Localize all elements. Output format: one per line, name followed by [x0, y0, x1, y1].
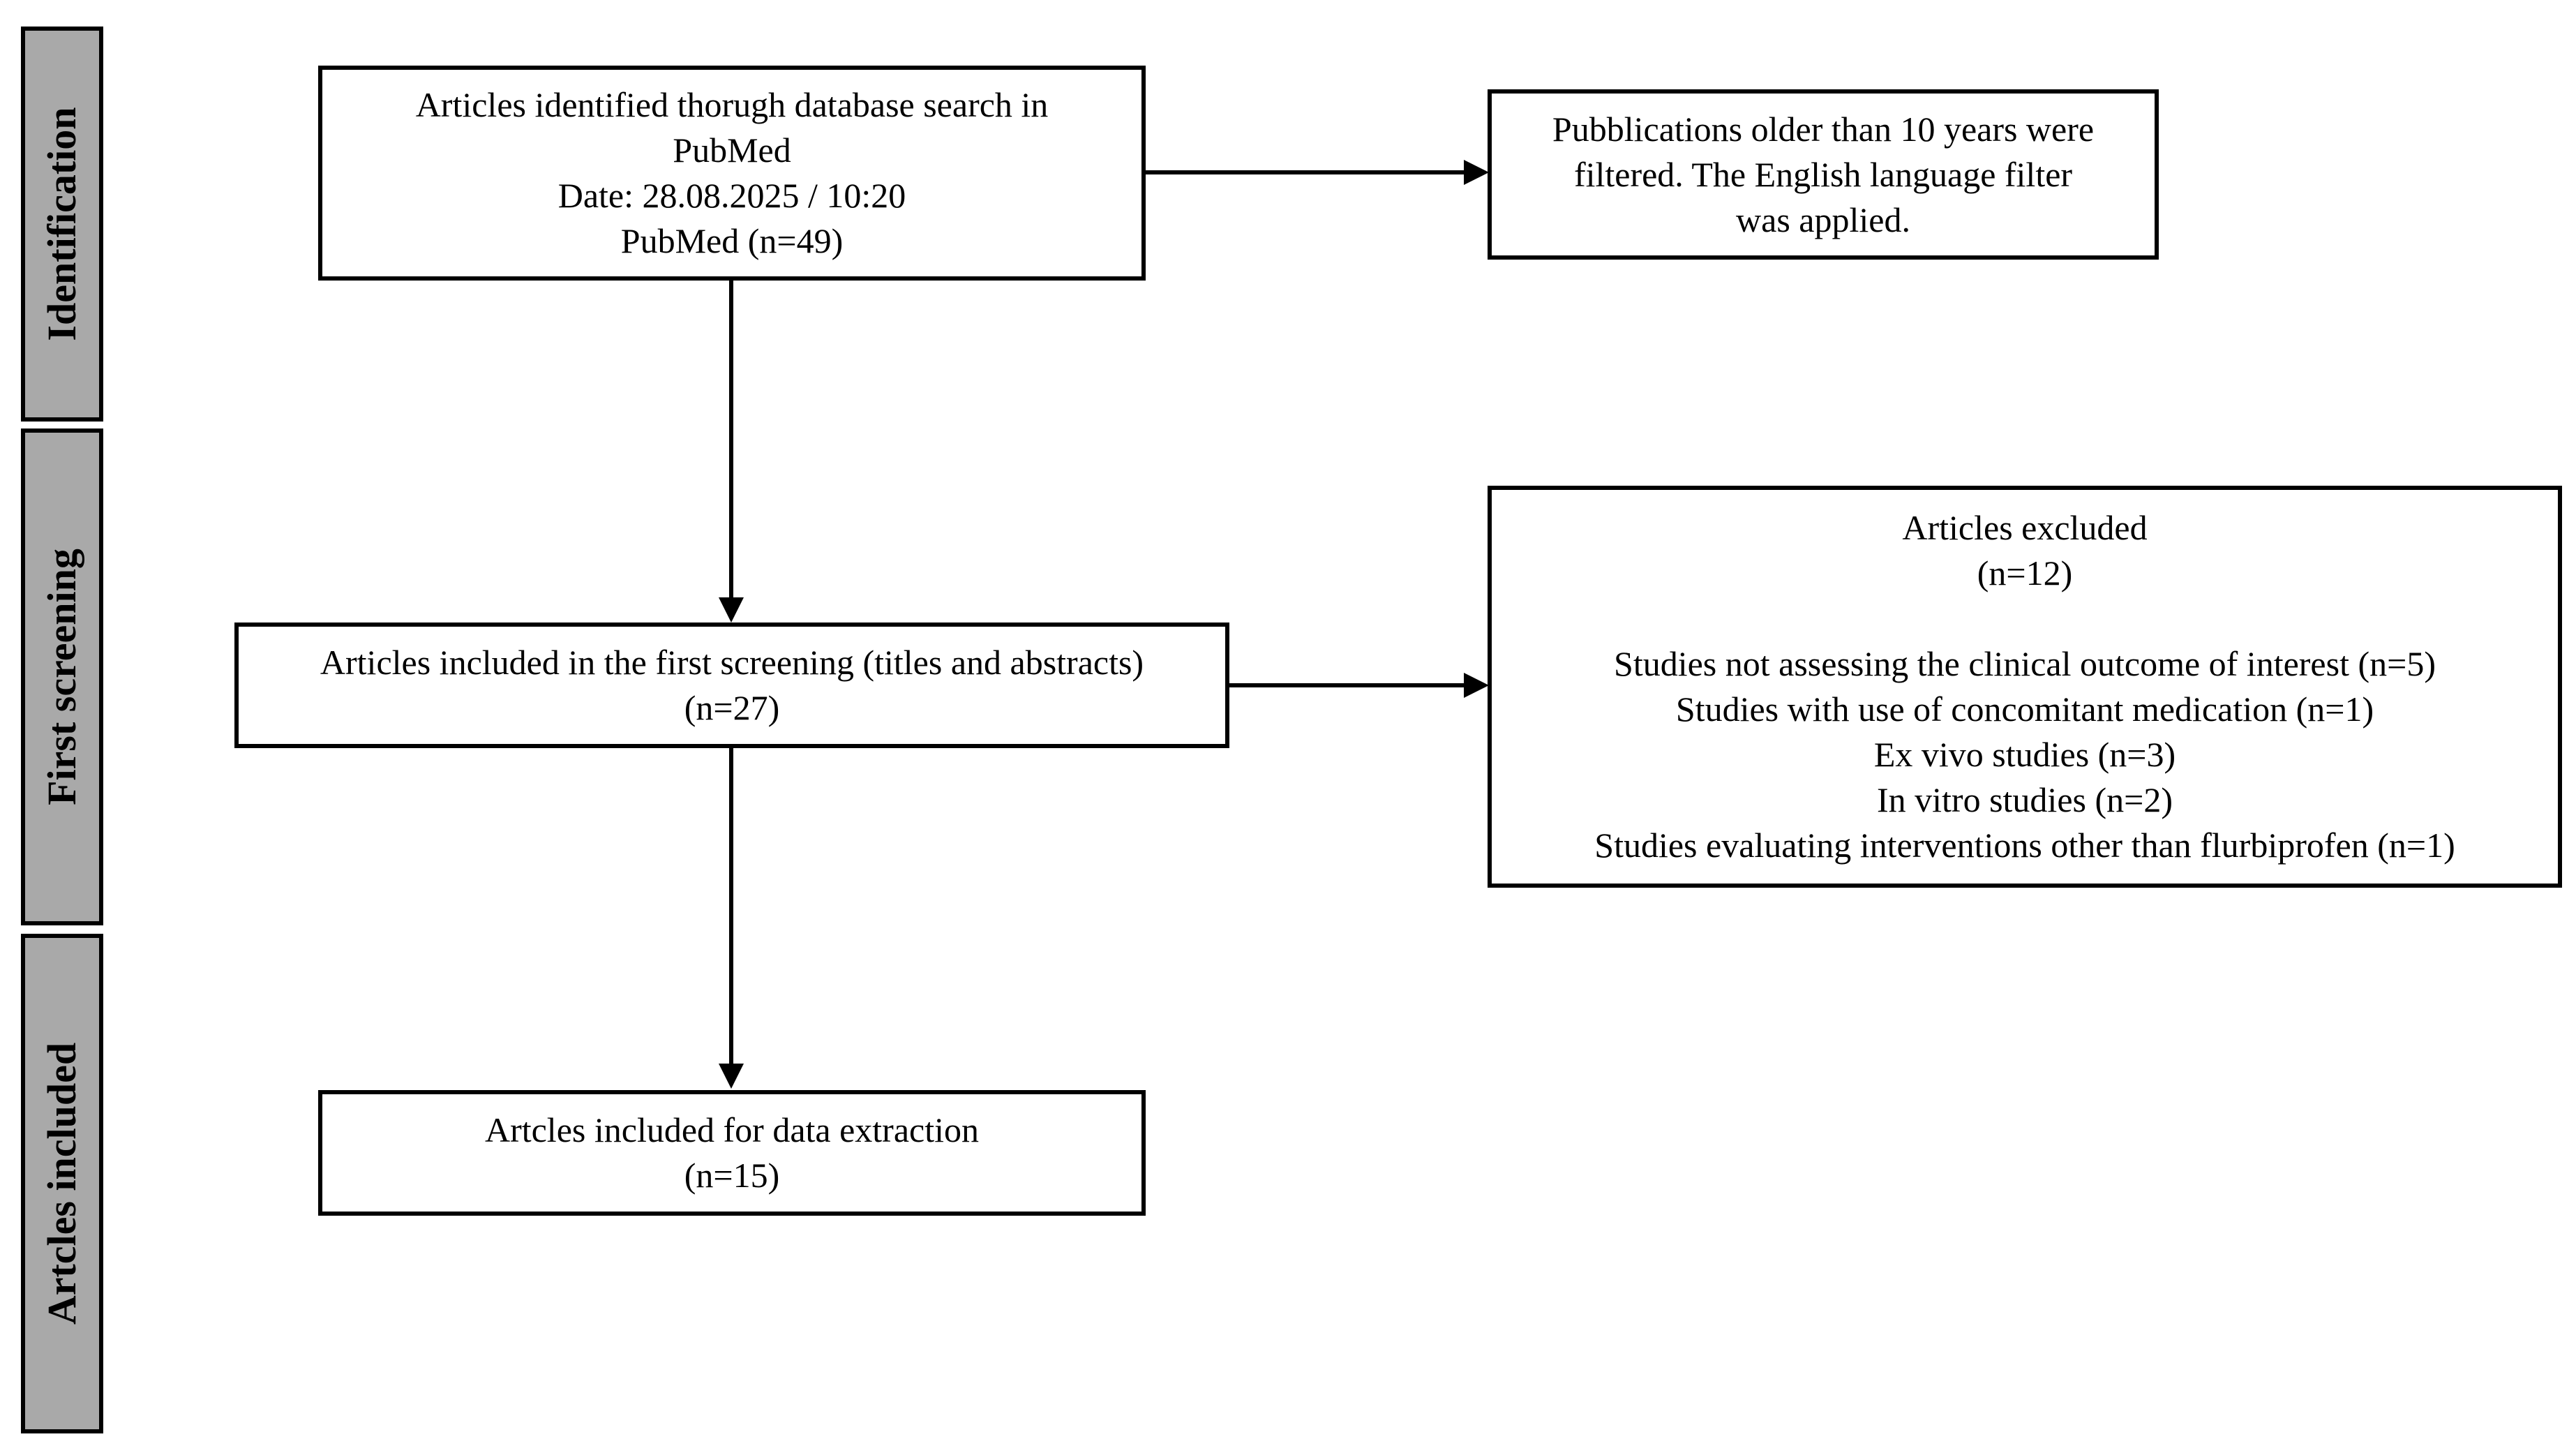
- box-articles-identified: Articles identified thorugh database sea…: [318, 66, 1146, 281]
- phase-articles-included: Artcles included: [21, 934, 103, 1433]
- screening-line-1: Articles included in the first screening…: [320, 643, 1144, 682]
- filters-line-3: was applied.: [1736, 200, 1910, 239]
- phase-first-screening: First screening: [21, 428, 103, 925]
- excluded-reason-1: Studies not assessing the clinical outco…: [1614, 644, 2436, 683]
- excluded-reason-5: Studies evaluating interventions other t…: [1594, 826, 2455, 865]
- box-articles-excluded: Articles excluded (n=12) Studies not ass…: [1488, 486, 2562, 888]
- box-articles-included: Artcles included for data extraction (n=…: [318, 1090, 1146, 1216]
- excluded-reason-2: Studies with use of concomitant medicati…: [1675, 690, 2374, 729]
- excluded-title: Articles excluded: [1902, 508, 2148, 547]
- box-first-screening: Articles included in the first screening…: [234, 623, 1229, 748]
- identified-line-3: Date: 28.08.2025 / 10:20: [557, 176, 906, 215]
- identified-line-1: Articles identified thorugh database sea…: [415, 85, 1049, 124]
- identified-line-4: PubMed (n=49): [620, 221, 844, 260]
- excluded-count: (n=12): [1977, 553, 2073, 592]
- excluded-reason-4: In vitro studies (n=2): [1877, 780, 2173, 819]
- box-filters-applied: Pubblications older than 10 years were f…: [1488, 89, 2159, 260]
- included-line-1: Artcles included for data extraction: [484, 1110, 980, 1149]
- filters-line-2: filtered. The English language filter: [1573, 154, 2073, 194]
- filters-line-1: Pubblications older than 10 years were: [1552, 109, 2095, 149]
- identified-line-2: PubMed: [673, 131, 791, 170]
- screening-line-2: (n=27): [684, 688, 780, 727]
- phase-identification: Identification: [21, 27, 103, 422]
- included-line-2: (n=15): [684, 1156, 780, 1195]
- excluded-reason-3: Ex vivo studies (n=3): [1873, 735, 2176, 774]
